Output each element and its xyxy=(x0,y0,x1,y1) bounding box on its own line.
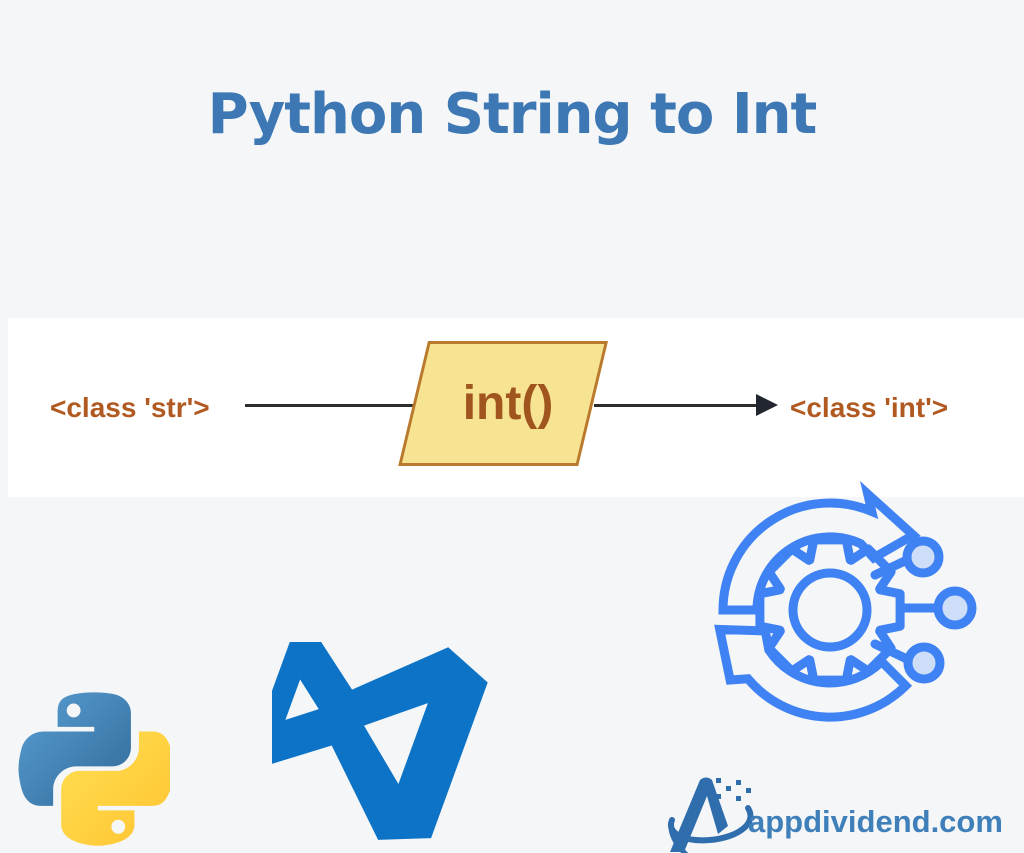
arrow-head-icon xyxy=(756,394,778,416)
python-logo-icon xyxy=(18,692,170,846)
page-title: Python String to Int xyxy=(207,81,818,147)
input-type-label: <class 'str'> xyxy=(50,392,210,423)
process-gear-icon xyxy=(714,481,977,722)
output-type-label: <class 'int'> xyxy=(790,392,949,423)
int-function-label: int() xyxy=(462,377,554,430)
brand-wordmark-wrap: appdividend.com xyxy=(748,800,1024,844)
brand-wordmark: appdividend.com xyxy=(748,804,1003,839)
vscode-logo-icon xyxy=(272,642,488,840)
cycle-arrow-top-icon xyxy=(718,481,921,615)
flow-arrow-line xyxy=(594,404,758,407)
header: Python String to Int xyxy=(0,62,1024,166)
flow-connector-line xyxy=(245,404,413,407)
appdividend-mark-icon xyxy=(667,777,754,853)
cycle-arrow-bottom-icon xyxy=(714,624,913,722)
